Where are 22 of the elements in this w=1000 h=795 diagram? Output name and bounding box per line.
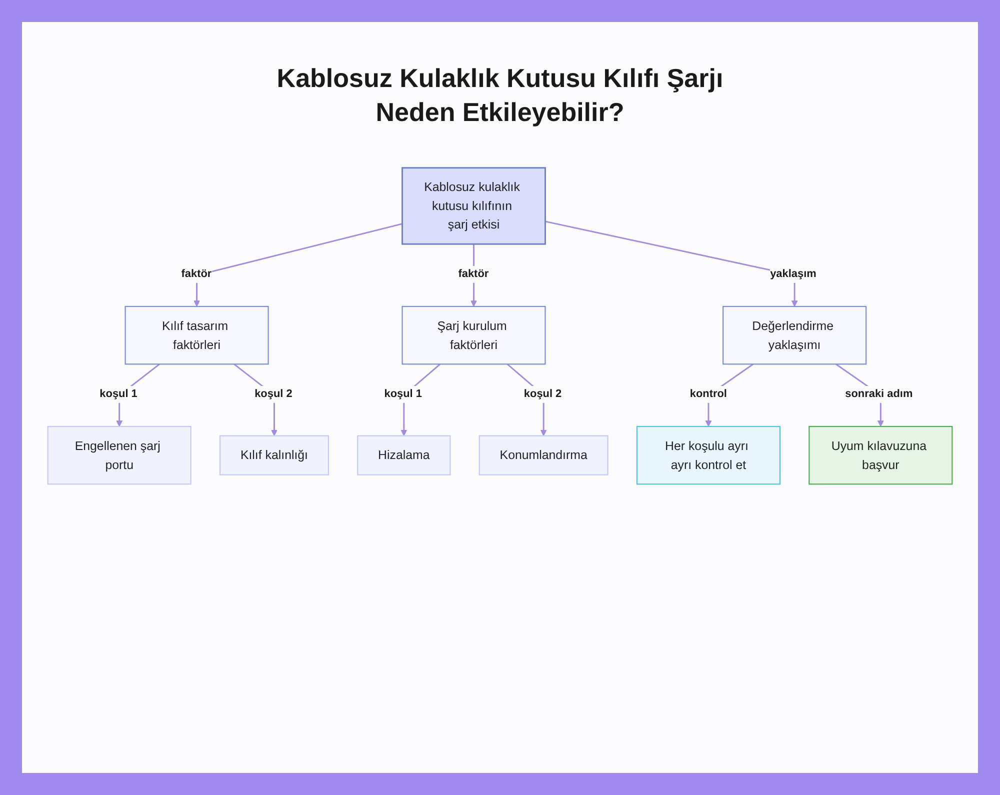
node-box: Değerlendirme yaklaşımı [722, 306, 867, 365]
edge-label: sonraki adım [845, 387, 913, 400]
node-box: Engellenen şarj portu [47, 426, 192, 485]
edge-label: koşul 2 [524, 387, 562, 400]
node-box: Kılıf kalınlığı [219, 435, 329, 476]
edge-label: kontrol [690, 387, 727, 400]
title: Kablosuz Kulaklık Kutusu Kılıfı Şarjı Neden Etkileyebilir? [276, 62, 724, 129]
node-box: Kılıf tasarım faktörleri [124, 306, 269, 365]
node-box: Hizalama [357, 435, 451, 476]
edge-label: koşul 2 [254, 387, 292, 400]
arrow [545, 220, 798, 307]
node-box: Kablosuz kulaklık kutusu kılıfının şarj etkisi [402, 167, 546, 245]
node-box: Her koşulu ayrı ayrı kontrol et [636, 426, 781, 485]
edge-label: faktör [181, 267, 212, 280]
edge-label: koşul 1 [384, 387, 422, 400]
edge-label: koşul 1 [100, 387, 138, 400]
node-box: Konumlandırma [478, 435, 608, 476]
arrow [194, 223, 402, 307]
node-box: Uyum kılavuzuna başvur [808, 426, 953, 485]
edge-label: faktör [458, 267, 489, 280]
edge-label: yaklaşım [770, 267, 816, 280]
node-box: Şarj kurulum faktörleri [402, 306, 546, 365]
